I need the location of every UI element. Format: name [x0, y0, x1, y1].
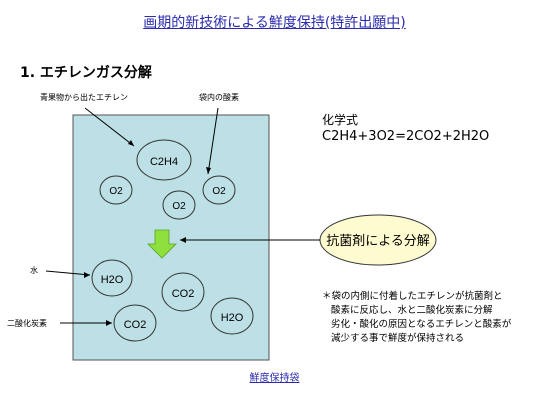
ethylene-molecule	[136, 139, 192, 181]
leader-line	[84, 107, 135, 147]
note-line: 劣化・酸化の原因となるエチレンと酸素が	[331, 319, 512, 330]
co2-label: CO2	[124, 319, 147, 331]
oxygen-label: O2	[172, 201, 186, 212]
oxygen-label-annotation: 袋内の酸素	[199, 93, 239, 102]
arrow-head	[84, 272, 90, 278]
water-annotation: 水	[30, 266, 38, 275]
co2-molecule	[161, 272, 205, 312]
leader-line	[45, 270, 91, 276]
arrow-head	[206, 167, 211, 174]
oxygen-molecule	[99, 175, 133, 205]
note-line: 減少する事で鮮度が保持される	[331, 333, 465, 344]
formula-plus: +3O2	[357, 129, 396, 144]
oxygen-label: O2	[212, 186, 226, 197]
arrow-head	[180, 237, 186, 243]
water-molecule	[210, 297, 254, 335]
note-line: ＊袋の内側に付着したエチレンが抗菌剤と	[322, 291, 503, 302]
formula-lhs: C2H4	[322, 129, 358, 144]
reaction-arrow	[147, 229, 177, 259]
leader-line	[207, 107, 219, 175]
bag	[72, 114, 270, 361]
page-title: 画期的新技術による鮮度保持(特許出願中)	[143, 15, 406, 31]
co2-annotation: 二酸化炭素	[7, 319, 47, 328]
oxygen-molecule	[162, 190, 196, 220]
section-heading: 1. エチレンガス分解	[20, 65, 152, 81]
formula-rhs: =2CO2+2H2O	[395, 129, 490, 144]
ethylene-label: C2H4	[150, 156, 178, 168]
ethylene-source-label: 青果物から出たエチレン	[40, 93, 128, 102]
water-label: H2O	[221, 312, 244, 324]
arrow-head	[128, 140, 134, 146]
chemical-formula: C2H4+3O2=2CO2+2H2O	[322, 129, 489, 144]
callout-text: 抗菌剤による分解	[326, 233, 430, 249]
oxygen-molecule	[202, 175, 236, 205]
note-line: 酸素に反応し、水と二酸化炭素に分解	[331, 305, 493, 316]
bag-caption: 鮮度保持袋	[249, 373, 300, 384]
arrow-head	[106, 320, 112, 326]
water-molecule	[91, 259, 133, 297]
formula-label: 化学式	[322, 113, 359, 127]
oxygen-label: O2	[109, 186, 123, 197]
co2-label: CO2	[172, 288, 195, 300]
co2-molecule	[113, 304, 157, 342]
water-label: H2O	[101, 274, 124, 286]
